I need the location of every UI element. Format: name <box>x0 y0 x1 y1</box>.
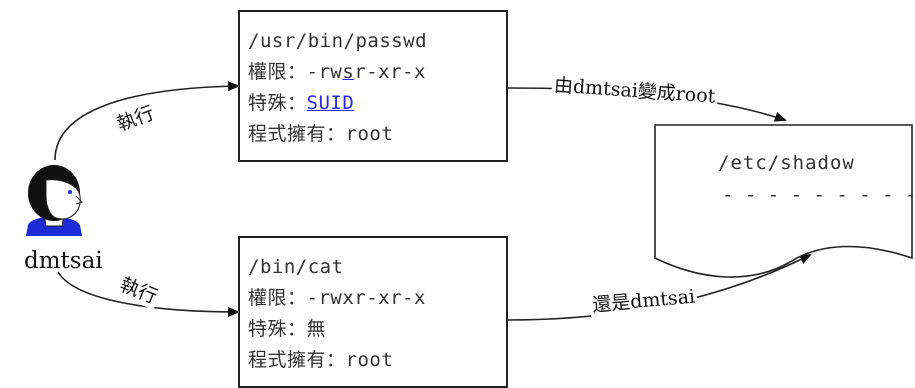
passwd-perm-prefix: -rw <box>306 61 343 83</box>
shadow-document-shape <box>654 124 913 278</box>
passwd-permission-row: 權限：-rwsr-xr-x <box>248 57 506 88</box>
user-name-label: dmtsai <box>24 248 103 274</box>
passwd-owner-label: 程式擁有： <box>248 123 346 145</box>
passwd-program-box: /usr/bin/passwd 權限：-rwsr-xr-x 特殊：SUID 程式… <box>238 10 508 162</box>
passwd-path: /usr/bin/passwd <box>248 30 428 52</box>
suid-link[interactable]: SUID <box>306 92 355 114</box>
arrow-user-to-passwd <box>54 81 240 161</box>
passwd-owner-value: root <box>345 123 394 145</box>
passwd-perm-label: 權限： <box>248 61 307 83</box>
cat-perm-value: -rwxr-xr-x <box>306 287 426 309</box>
user-avatar-icon <box>26 165 83 236</box>
cat-owner-label: 程式擁有： <box>248 349 346 371</box>
cat-special-label: 特殊： <box>248 318 307 340</box>
cat-special-value: 無 <box>306 318 327 340</box>
passwd-owner-row: 程式擁有：root <box>248 119 506 150</box>
passwd-special-label: 特殊： <box>248 92 307 114</box>
cat-owner-row: 程式擁有：root <box>248 345 506 376</box>
passwd-special-row: 特殊：SUID <box>248 88 506 119</box>
cat-permission-row: 權限：-rwxr-xr-x <box>248 283 506 314</box>
cat-perm-label: 權限： <box>248 287 307 309</box>
passwd-perm-suffix: r-xr-x <box>354 61 426 83</box>
cat-program-box: /bin/cat 權限：-rwxr-xr-x 特殊：無 程式擁有：root <box>238 236 508 388</box>
cat-path: /bin/cat <box>248 256 344 278</box>
passwd-perm-s-bit: s <box>342 61 355 83</box>
shadow-file-content-placeholder: - - - - - - - - - - <box>722 184 915 206</box>
shadow-file-path: /etc/shadow <box>718 152 855 174</box>
cat-special-row: 特殊：無 <box>248 314 506 345</box>
arrow-user-to-cat <box>57 271 240 317</box>
cat-owner-value: root <box>345 349 394 371</box>
